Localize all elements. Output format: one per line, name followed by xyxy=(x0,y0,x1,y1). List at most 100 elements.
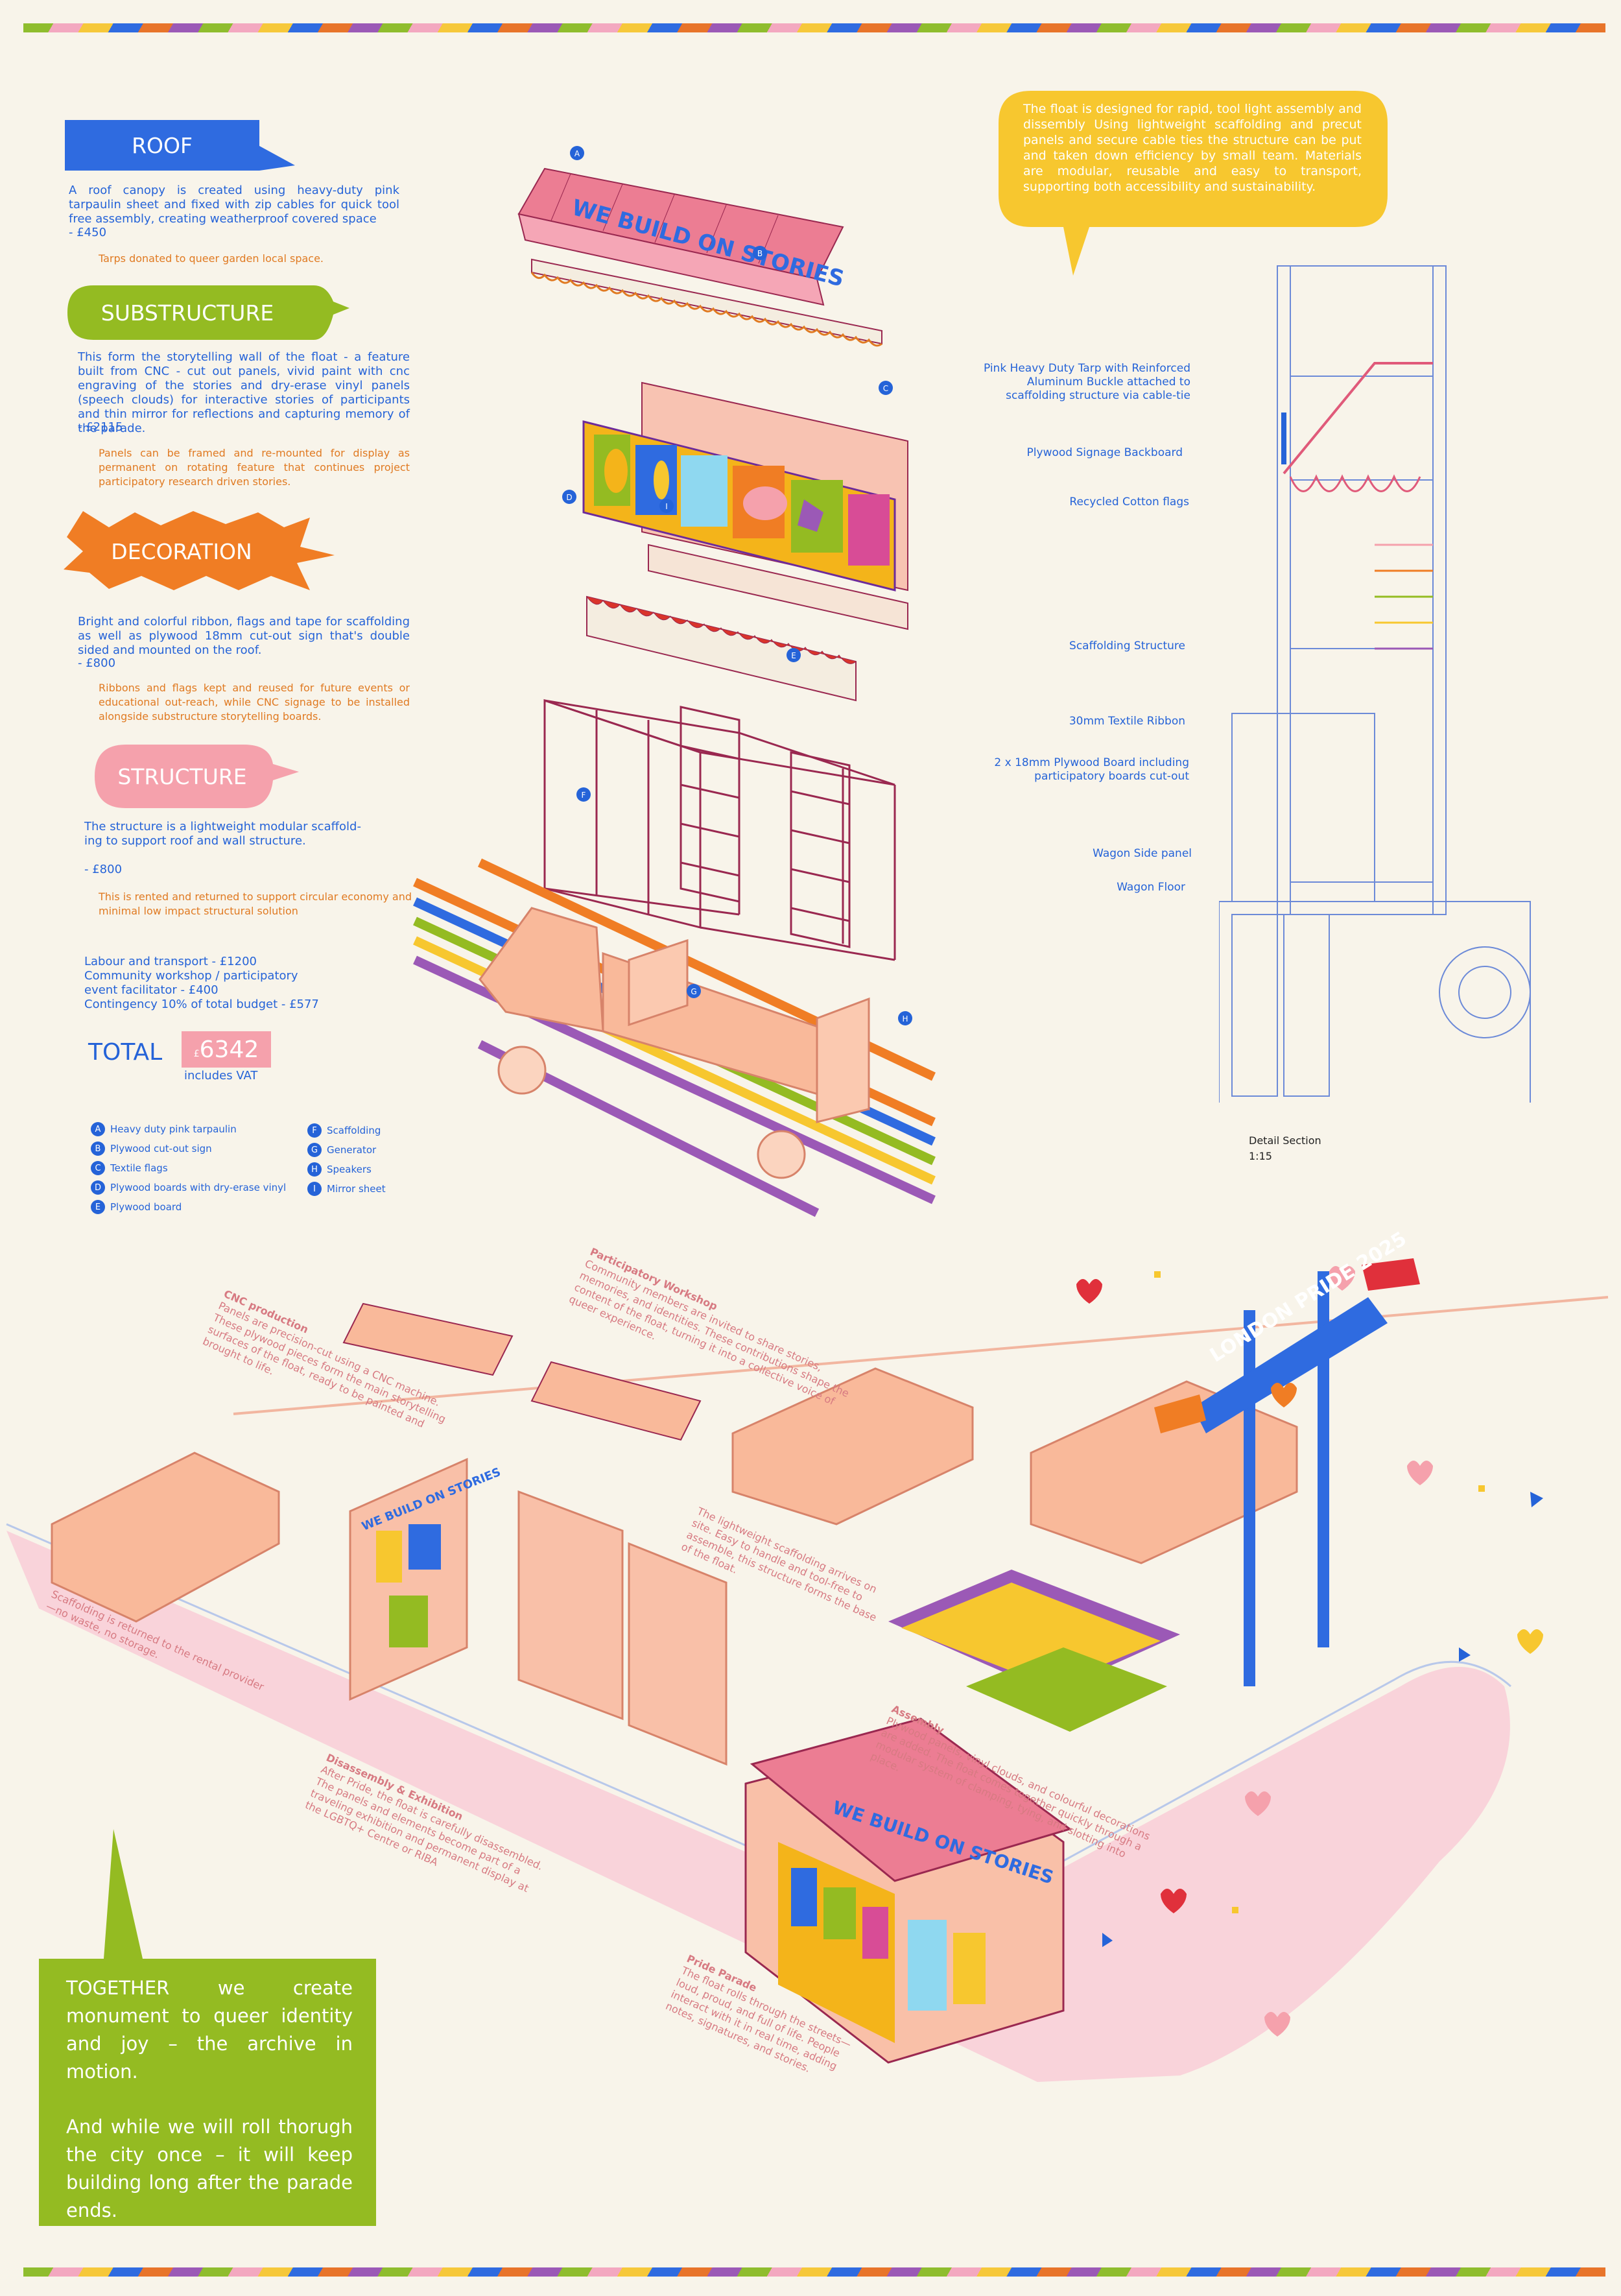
legend-item: C Textile flags xyxy=(91,1158,286,1178)
decoration-title: DECORATION xyxy=(111,538,252,564)
svg-text:E: E xyxy=(791,651,796,660)
section-label-backboard: Plywood Signage Backboard xyxy=(1026,446,1183,459)
detail-title: Detail Section xyxy=(1249,1134,1321,1147)
total-value: 6342 xyxy=(199,1036,259,1063)
total-label: TOTAL xyxy=(88,1039,163,1066)
substructure-boards xyxy=(582,381,908,592)
top-stripe xyxy=(23,23,1605,32)
legend-label: Plywood cut-out sign xyxy=(110,1143,212,1154)
closing-spacer xyxy=(66,2086,353,2113)
badge-C: C xyxy=(879,381,893,395)
svg-text:D: D xyxy=(566,493,572,502)
truck xyxy=(479,907,870,1179)
structure-cost: - £800 xyxy=(84,863,123,876)
structure-tag-shape xyxy=(95,745,299,808)
extra-labour: Labour and transport - £1200 xyxy=(84,955,257,968)
legend-item: A Heavy duty pink tarpaulin xyxy=(91,1119,286,1139)
structure-note: This is rented and returned to support c… xyxy=(99,891,412,917)
textile-flags xyxy=(530,258,882,347)
structure-desc: The structure is a lightweight modular s… xyxy=(84,820,361,848)
badge-I: I xyxy=(659,499,674,513)
legend-key: H xyxy=(307,1162,322,1177)
speech-bubble-text: The float is designed for rapid, tool li… xyxy=(1023,102,1362,194)
badge-F: F xyxy=(576,787,591,802)
badge-G: G xyxy=(687,984,701,998)
section-label-flags: Recycled Cotton flags xyxy=(1069,496,1189,508)
decoration-note: Ribbons and flags kept and reused for fu… xyxy=(99,682,410,723)
legend-item: G Generator xyxy=(307,1140,386,1160)
legend-item: E Plywood board xyxy=(91,1197,286,1217)
svg-text:G: G xyxy=(691,987,696,996)
substructure-tag-shape xyxy=(67,285,349,340)
section-label-ribbon: 30mm Textile Ribbon xyxy=(1069,715,1185,728)
extra-facilitator: event facilitator - £400 xyxy=(84,983,219,997)
legend-item: B Plywood cut-out sign xyxy=(91,1139,286,1158)
detail-scale: 1:15 xyxy=(1249,1150,1272,1162)
legend-label: Speakers xyxy=(327,1164,372,1175)
decoration-cost: - £800 xyxy=(78,656,116,670)
section-label-side-panel: Wagon Side panel xyxy=(1093,847,1192,860)
svg-text:A: A xyxy=(574,149,580,158)
substructure-cost: - £2115 xyxy=(78,420,123,434)
legend-key: C xyxy=(91,1161,105,1175)
legend-key: A xyxy=(91,1122,105,1136)
badge-H: H xyxy=(898,1011,912,1025)
section-label-scaffold: Scaffolding Structure xyxy=(1069,640,1185,652)
closing-line-2: And while we will roll thorugh the city … xyxy=(66,2116,353,2221)
legend-key: B xyxy=(91,1142,105,1156)
legend-label: Textile flags xyxy=(110,1162,168,1174)
substructure-note: Panels can be framed and re-mounted for … xyxy=(99,447,410,488)
scaffolding xyxy=(543,699,896,961)
svg-text:H: H xyxy=(902,1014,908,1023)
roof-note: Tarps donated to queer garden local spac… xyxy=(99,252,324,265)
structure-title: STRUCTURE xyxy=(117,763,247,789)
svg-text:I: I xyxy=(665,502,668,511)
legend-label: Generator xyxy=(327,1144,377,1156)
substructure-desc: This form the storytelling wall of the f… xyxy=(78,350,410,435)
badge-A: A xyxy=(570,146,584,160)
roof-title: ROOF xyxy=(132,132,193,158)
legend-key: E xyxy=(91,1200,105,1214)
total-vat: includes VAT xyxy=(184,1069,258,1082)
roof-tag-shape xyxy=(65,120,295,171)
bottom-stripe xyxy=(23,2267,1605,2277)
legend-left: A Heavy duty pink tarpaulin B Plywood cut-… xyxy=(91,1119,286,1217)
svg-text:F: F xyxy=(582,791,586,800)
closing-line-1: TOGETHER we create monument to queer ide… xyxy=(66,1977,353,2083)
legend-label: Plywood boards with dry-erase vinyl xyxy=(110,1182,287,1193)
closing-statement: TOGETHER we create monument to queer ide… xyxy=(66,1974,353,2225)
legend-label: Heavy duty pink tarpaulin xyxy=(110,1123,237,1135)
detail-section-drawing xyxy=(1219,265,1531,1103)
total-value-box: £ 6342 xyxy=(182,1031,271,1068)
badge-B: B xyxy=(753,246,767,260)
exploded-axonometric: WE BUILD ON STORIES xyxy=(413,146,936,1217)
legend-key: F xyxy=(307,1123,322,1138)
section-label-floor: Wagon Floor xyxy=(1117,881,1185,894)
legend-label: Plywood board xyxy=(110,1201,182,1213)
roof-desc: A roof canopy is created using heavy-dut… xyxy=(69,184,399,226)
section-label-tarp: Pink Heavy Duty Tarp with Reinforced Alu… xyxy=(983,362,1190,402)
speech-bubble-shape xyxy=(999,91,1388,276)
legend-item: D Plywood boards with dry-erase vinyl xyxy=(91,1178,286,1197)
svg-text:C: C xyxy=(883,384,888,393)
legend-item: F Scaffolding xyxy=(307,1121,386,1140)
legend-label: Scaffolding xyxy=(327,1125,381,1136)
decoration-desc: Bright and colorful ribbon, flags and ta… xyxy=(78,615,410,657)
legend-key: G xyxy=(307,1143,322,1157)
legend-label: Mirror sheet xyxy=(327,1183,386,1195)
decoration-tag-shape xyxy=(64,511,335,590)
badge-D: D xyxy=(562,490,576,504)
closing-box-shape xyxy=(39,1829,376,2226)
total-currency: £ xyxy=(193,1049,200,1059)
legend-item: H Speakers xyxy=(307,1160,386,1179)
extra-workshop: Community workshop / participatory xyxy=(84,969,298,983)
process-illustration xyxy=(6,1258,1609,2082)
legend-key: D xyxy=(91,1180,105,1195)
badge-E: E xyxy=(787,648,801,662)
plywood-boards xyxy=(586,544,908,702)
extras-list: Labour and transport - £1200 Community w… xyxy=(84,955,421,1012)
svg-text:B: B xyxy=(757,249,763,258)
substructure-title: SUBSTRUCTURE xyxy=(101,300,274,326)
